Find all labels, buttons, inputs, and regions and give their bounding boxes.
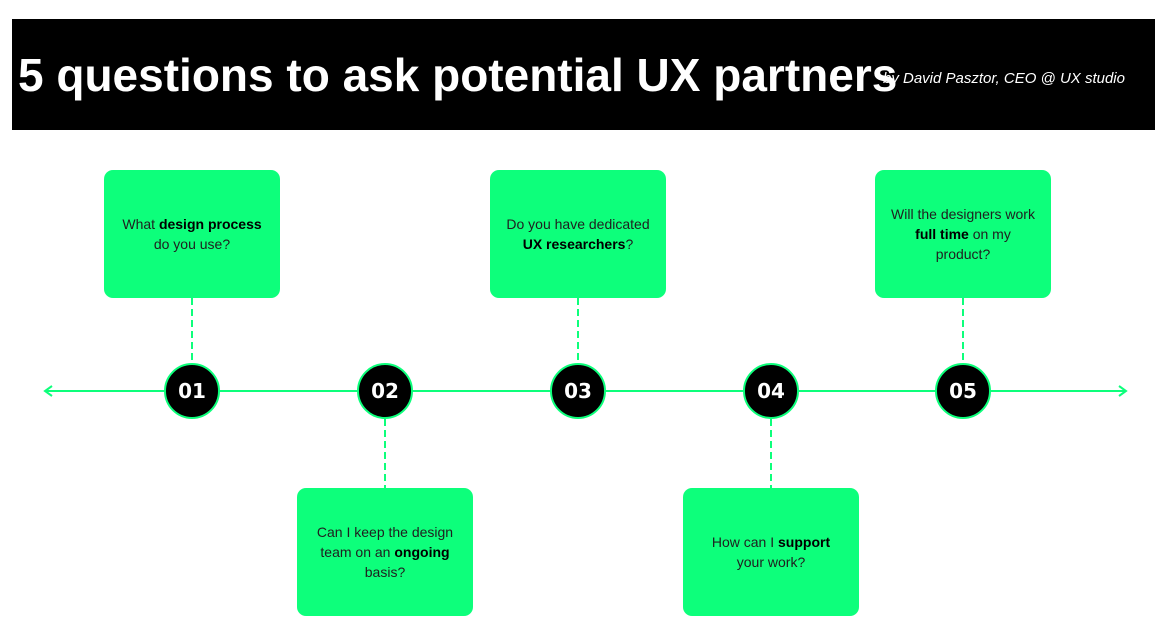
question-text: What design process do you use? xyxy=(118,214,266,254)
question-card-02: Can I keep the design team on an ongoing… xyxy=(297,488,473,616)
question-text: How can I support your work? xyxy=(697,532,845,572)
question-fragment: on my product? xyxy=(935,226,1011,262)
step-node-04: 04 xyxy=(743,363,799,419)
question-text: Do you have dedicated UX researchers? xyxy=(504,214,652,254)
question-emphasis: ongoing xyxy=(394,544,450,560)
question-card-01: What design process do you use? xyxy=(104,170,280,298)
question-fragment: do you use? xyxy=(153,236,231,252)
header-banner: 5 questions to ask potential UX partners… xyxy=(12,19,1155,130)
question-fragment: basis? xyxy=(364,564,406,580)
question-text: Can I keep the design team on an ongoing… xyxy=(311,522,459,582)
question-emphasis: support xyxy=(778,534,831,550)
arrow-right-icon xyxy=(1118,385,1128,397)
question-card-04: How can I support your work? xyxy=(683,488,859,616)
question-fragment: Will the designers work xyxy=(891,206,1035,222)
question-fragment: your work? xyxy=(736,554,806,570)
question-fragment: ? xyxy=(625,236,634,252)
author-byline: by David Pasztor, CEO @ UX studio xyxy=(883,70,1125,87)
step-node-03: 03 xyxy=(550,363,606,419)
question-fragment: How can I xyxy=(711,534,779,550)
arrow-left-icon xyxy=(43,385,53,397)
connectors xyxy=(191,298,964,488)
question-fragment: Do you have dedicated xyxy=(506,216,650,232)
page-title: 5 questions to ask potential UX partners xyxy=(18,49,898,101)
question-fragment: What xyxy=(122,216,159,232)
question-emphasis: design process xyxy=(158,216,262,232)
question-card-05: Will the designers work full time on my … xyxy=(875,170,1051,298)
step-node-05: 05 xyxy=(935,363,991,419)
question-text: Will the designers work full time on my … xyxy=(889,204,1037,264)
question-emphasis: full time xyxy=(915,226,969,242)
question-emphasis: UX researchers xyxy=(522,236,626,252)
step-node-02: 02 xyxy=(357,363,413,419)
step-node-01: 01 xyxy=(164,363,220,419)
question-fragment: Can I keep the design team on an xyxy=(316,524,454,560)
question-card-03: Do you have dedicated UX researchers? xyxy=(490,170,666,298)
